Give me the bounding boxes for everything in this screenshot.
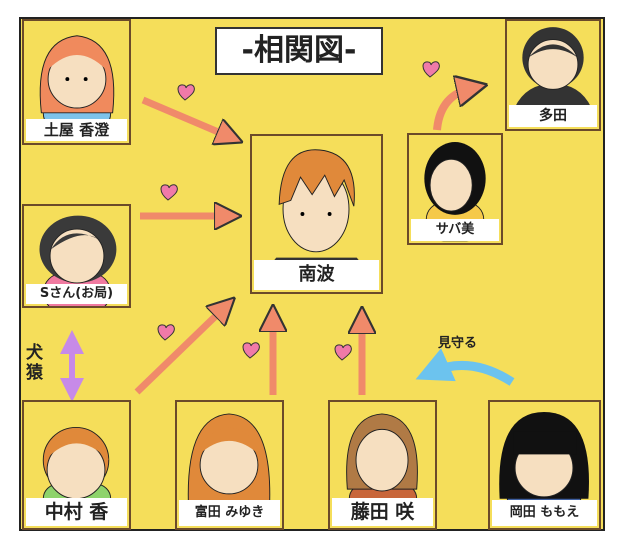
card-nanba: 南波 (250, 134, 383, 294)
card-tada: 多田 (505, 19, 601, 131)
name-label: 南波 (254, 260, 379, 290)
card-s-san: Sさん(お局) (22, 204, 131, 308)
card-tsuchiya: 土屋 香澄 (22, 19, 131, 145)
heart-icon (242, 342, 260, 359)
rival-label: 犬猿 (26, 343, 43, 383)
arrow-tsuchiya-to-nanba (141, 96, 230, 137)
name-label: 藤田 咲 (332, 498, 433, 526)
card-okada: 岡田 ももえ (488, 400, 601, 530)
card-nakamura: 中村 香 (22, 400, 131, 530)
chart-title: -相関図- (215, 27, 383, 75)
name-label: Sさん(お局) (26, 284, 127, 304)
card-fujita: 藤田 咲 (328, 400, 437, 530)
heart-icons (157, 61, 440, 361)
arrow-nakamura-to-nanba (134, 307, 225, 395)
name-label: 富田 みゆき (179, 500, 280, 526)
name-label: 中村 香 (26, 498, 127, 526)
name-label: サバ美 (411, 219, 499, 241)
card-sabami: サバ美 (407, 133, 503, 245)
heart-icon (157, 324, 175, 341)
portrait-icon (39, 35, 115, 133)
heart-icon (160, 184, 178, 201)
arrow-okada-watches (415, 348, 515, 386)
name-label: 岡田 ももえ (492, 500, 597, 526)
portrait-icon (264, 149, 369, 273)
heart-icon (422, 61, 440, 78)
card-tomita: 富田 みゆき (175, 400, 284, 530)
watch-label: 見守る (438, 336, 478, 351)
name-label: 多田 (509, 105, 597, 127)
arrow-sabami-to-tada (433, 88, 472, 131)
portrait-icon (514, 27, 592, 108)
heart-icon (334, 344, 352, 361)
name-label: 土屋 香澄 (26, 119, 127, 141)
portrait-icon (187, 413, 271, 514)
heart-icon (177, 84, 195, 101)
